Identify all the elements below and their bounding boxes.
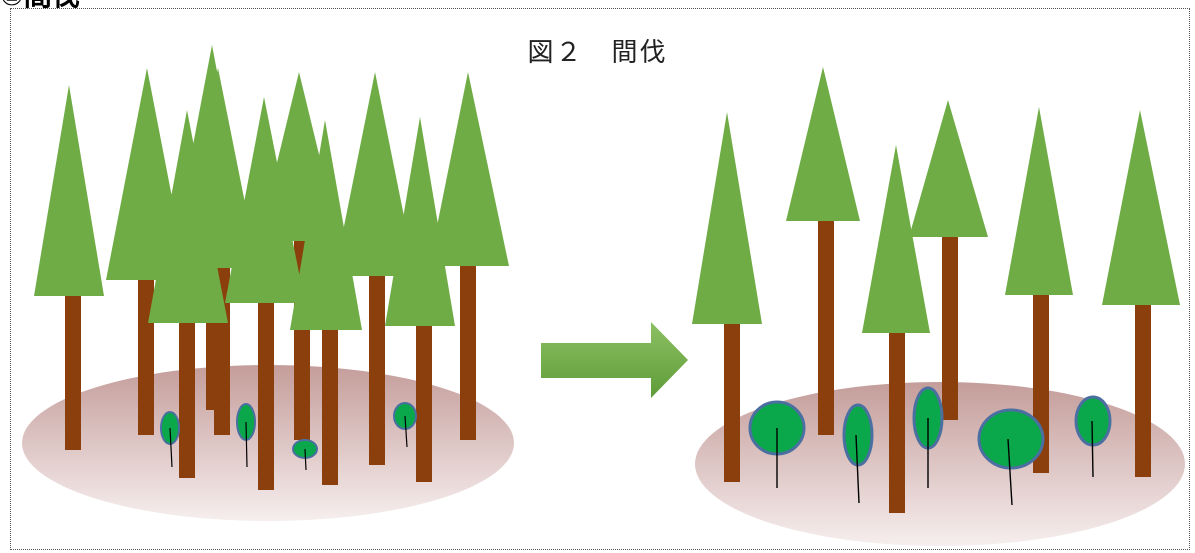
figure-frame [10, 8, 1190, 550]
tree [290, 120, 362, 485]
shrub [236, 403, 256, 468]
tree [34, 85, 104, 450]
tree [148, 110, 228, 478]
tree [385, 117, 455, 482]
tree [909, 100, 988, 420]
before-scene [22, 45, 514, 521]
shrub [292, 439, 318, 471]
right-arrow-icon [541, 322, 688, 398]
tree [862, 145, 930, 513]
shrub [160, 411, 180, 468]
tree [429, 72, 509, 440]
after-scene [692, 67, 1185, 546]
shrub [912, 386, 944, 488]
tree [786, 67, 860, 435]
shrub [1074, 395, 1112, 478]
tree [1102, 110, 1180, 477]
tree [334, 72, 416, 465]
shrub [842, 403, 874, 504]
shrub [977, 408, 1045, 506]
section-heading: ①間伐 [0, 0, 80, 10]
tree [225, 97, 305, 490]
figure-title: 図２ 間伐 [527, 38, 668, 68]
ground-after [695, 382, 1185, 546]
tree [692, 112, 762, 482]
shrub [393, 402, 417, 448]
shrub [748, 400, 806, 488]
